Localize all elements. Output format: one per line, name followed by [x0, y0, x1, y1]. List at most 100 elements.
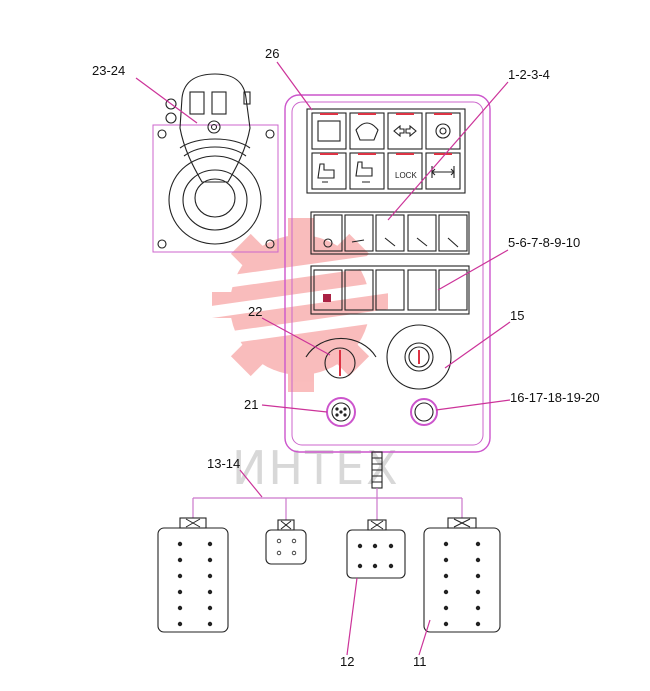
pin-dot — [475, 573, 481, 579]
panel-outer-frame — [284, 94, 491, 453]
seat-forward-button[interactable] — [349, 152, 385, 190]
wiper-fan-icon — [355, 122, 379, 141]
joystick-button-icon — [207, 120, 221, 134]
callout-labels: 23-24 26 1-2-3-4 5-6-7-8-9-10 15 22 16-1… — [92, 46, 600, 669]
seat-back-icon — [317, 163, 335, 183]
gear-circle-icon — [435, 123, 451, 139]
horn-switch[interactable] — [313, 214, 343, 252]
pin-dot — [207, 605, 213, 611]
left-right-arrows-icon — [393, 124, 417, 138]
emergency-stop-housing — [386, 324, 452, 390]
pin-dot — [177, 573, 183, 579]
pin-dot — [177, 589, 183, 595]
callout-socket: 21 — [244, 397, 258, 412]
tool-switch[interactable] — [344, 214, 374, 252]
callout-emergency-button: 15 — [510, 308, 524, 323]
pin-dot — [372, 543, 378, 549]
joystick-handle — [179, 73, 251, 183]
callout-panel: 26 — [265, 46, 279, 61]
pin-dot — [372, 563, 378, 569]
light-icon — [323, 294, 331, 302]
potentiometer[interactable] — [305, 337, 377, 379]
pin-dot — [443, 605, 449, 611]
pin-dot — [443, 541, 449, 547]
pin-dot — [443, 589, 449, 595]
pen-icon — [384, 237, 396, 247]
pin-dot — [443, 621, 449, 627]
wrench-switch[interactable] — [438, 214, 468, 252]
pin-dot — [207, 541, 213, 547]
pin-dot — [291, 538, 297, 544]
pen2-icon — [416, 237, 428, 247]
connector-pins — [177, 538, 481, 627]
width-arrows-icon — [431, 166, 455, 178]
turn-signal-button[interactable] — [387, 112, 423, 150]
wiper-button[interactable] — [311, 112, 347, 150]
cable-harness — [192, 451, 463, 520]
watermark-text: ИНТЕХ — [232, 441, 400, 495]
connector-11 — [423, 517, 501, 633]
pin-dot — [443, 557, 449, 563]
wrench-icon — [447, 237, 459, 248]
callout-connector-12: 12 — [340, 654, 354, 669]
switch-row-1-switches — [313, 214, 468, 252]
pin-dot — [475, 589, 481, 595]
pin-dot — [475, 557, 481, 563]
pin-dot — [357, 563, 363, 569]
potentiometer-scale — [305, 337, 377, 358]
callout-connector-11: 11 — [413, 654, 427, 669]
indicator-lamp — [410, 398, 438, 426]
pin-dot — [388, 543, 394, 549]
socket[interactable] — [326, 397, 356, 427]
top-button-block — [306, 108, 466, 194]
pin-dot — [177, 621, 183, 627]
blank-switch-1[interactable] — [344, 269, 374, 311]
pin-dot — [357, 543, 363, 549]
tool-icon — [351, 239, 365, 243]
second-row-buttons: LOCK — [311, 152, 461, 190]
pin-dot — [177, 541, 183, 547]
pin-dot — [177, 557, 183, 563]
potentiometer-knob[interactable] — [324, 347, 356, 379]
pen2-switch[interactable] — [407, 214, 437, 252]
seat-back-button[interactable] — [311, 152, 347, 190]
side-button-icon — [165, 98, 177, 110]
callout-switch-rows: 5-6-7-8-9-10 — [508, 235, 580, 250]
blank-switch-3[interactable] — [407, 269, 437, 311]
seat-forward-icon — [355, 161, 373, 183]
pin-dot — [276, 550, 282, 556]
callout-indicator-lamp: 16-17-18-19-20 — [510, 390, 600, 405]
pin-dot — [177, 605, 183, 611]
switch-row-2-switches — [313, 269, 468, 311]
switch-row-2 — [310, 265, 470, 315]
top-row-buttons — [311, 112, 461, 150]
callout-switch-block-top: 1-2-3-4 — [508, 67, 550, 82]
lock-button-label: LOCK — [395, 171, 417, 180]
harness-wires — [192, 488, 463, 520]
pin-dot — [276, 538, 282, 544]
joystick-assembly — [152, 73, 279, 253]
callout-potentiometer: 22 — [248, 304, 262, 319]
control-panel: LOCK — [284, 94, 491, 453]
switch-row-1 — [310, 211, 470, 255]
pin-dot — [207, 621, 213, 627]
pin-dot — [291, 550, 297, 556]
pen-switch[interactable] — [375, 214, 405, 252]
blank-switch-2[interactable] — [375, 269, 405, 311]
wiper-fan-button[interactable] — [349, 112, 385, 150]
horn-icon — [323, 238, 333, 248]
callout-harness: 13-14 — [207, 456, 240, 471]
pin-dot — [207, 573, 213, 579]
wiper-icon — [317, 120, 341, 142]
connector-12 — [346, 519, 406, 579]
emergency-stop[interactable] — [386, 324, 452, 390]
callout-joystick: 23-24 — [92, 63, 125, 78]
pin-dot — [475, 541, 481, 547]
pin-dot — [388, 563, 394, 569]
pin-dot — [207, 557, 213, 563]
emergency-stop-button[interactable] — [404, 342, 434, 372]
pin-dot — [475, 621, 481, 627]
connector-small — [265, 519, 307, 565]
light-switch[interactable] — [313, 269, 343, 311]
